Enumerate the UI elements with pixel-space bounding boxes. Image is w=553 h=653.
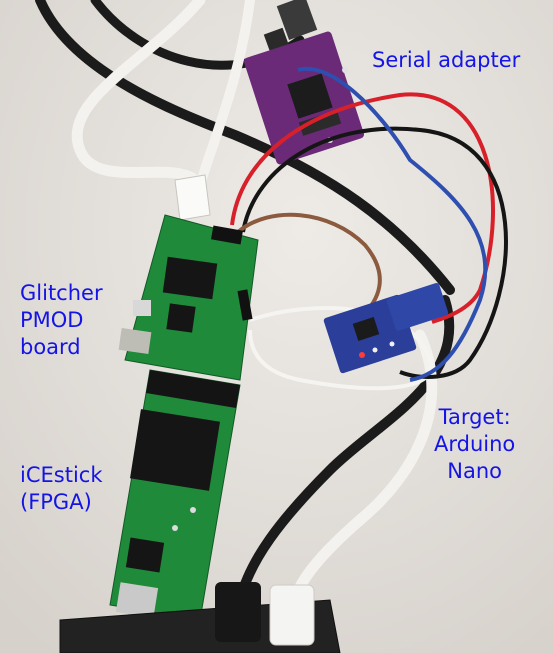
target-board — [323, 282, 449, 374]
target-label-line-1: Target: — [438, 405, 511, 429]
icestick-label-line-2: (FPGA) — [20, 490, 92, 514]
glitcher-label-line-2: PMOD — [20, 308, 84, 332]
usb-plug-white — [174, 174, 211, 221]
target-label-line-2: Arduino — [434, 432, 516, 456]
icestick-label-line-1: iCEstick — [20, 463, 103, 487]
red-wire — [230, 92, 495, 324]
glitcher-label-line-3: board — [20, 335, 81, 359]
icestick-label: iCEstick (FPGA) — [20, 462, 102, 516]
brown-wire — [236, 212, 382, 320]
blue-wire — [297, 66, 488, 382]
black-jumper-wire — [241, 126, 508, 379]
white-cable-right — [195, 0, 255, 190]
icestick-board — [109, 369, 241, 621]
target-label: Target: Arduino Nano — [434, 404, 515, 485]
white-usb-cable — [289, 329, 438, 606]
black-usb-cable — [235, 295, 455, 605]
glitcher-board — [118, 214, 259, 381]
serial-adapter-label-text: Serial adapter — [372, 48, 521, 72]
serial-adapter-board — [243, 0, 365, 165]
glitcher-label-line-1: Glitcher — [20, 281, 103, 305]
serial-adapter-label: Serial adapter — [372, 47, 520, 74]
target-label-line-3: Nano — [447, 459, 502, 483]
usb-hub — [59, 582, 341, 653]
white-cable-left — [71, 0, 206, 186]
glitcher-label: Glitcher PMOD board — [20, 280, 103, 361]
black-cable-top — [35, 0, 455, 295]
white-wire-loop — [248, 306, 434, 391]
